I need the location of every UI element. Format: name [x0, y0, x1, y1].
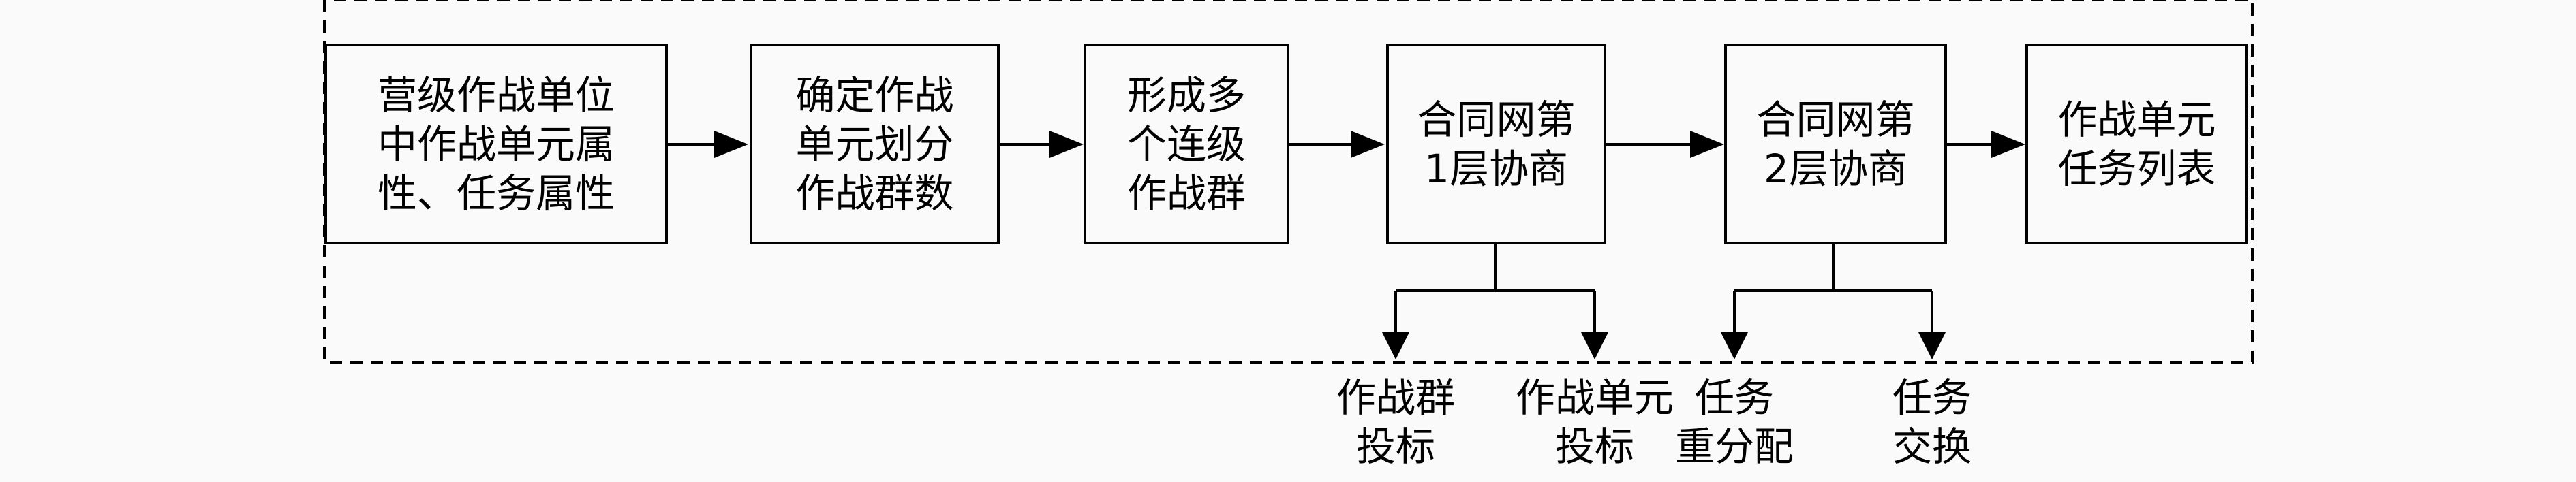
process-box-task-list: 作战单元 任务列表	[2025, 44, 2248, 244]
branch-step5	[1721, 242, 1946, 359]
process-box-contract-net-layer1: 合同网第 1层协商	[1386, 44, 1606, 244]
out4-line1: 任务	[1892, 374, 1972, 421]
out1-line1: 作战群	[1336, 374, 1455, 421]
box2-line1: 确定作战	[795, 71, 954, 118]
box3-line3: 作战群	[1126, 170, 1246, 216]
box1-line3: 性、任务属性	[377, 170, 615, 216]
arrow-step1-to-step2	[668, 131, 748, 158]
process-box-battalion-attributes: 营级作战单位 中作战单元属 性、任务属性	[324, 44, 668, 244]
output-label-group-bidding: 作战群 投标	[1283, 373, 1508, 471]
output-label-unit-bidding: 作战单元 投标	[1458, 373, 1731, 471]
out3-line1: 任务	[1694, 374, 1774, 421]
box3-line1: 形成多	[1126, 71, 1246, 118]
box2-line2: 单元划分	[795, 120, 954, 167]
box1-line1: 营级作战单位	[377, 71, 615, 118]
box2-line3: 作战群数	[795, 170, 954, 216]
out3-line2: 重分配	[1674, 423, 1794, 470]
box5-line2: 2层协商	[1764, 145, 1907, 192]
dashed-boundary	[323, 0, 2254, 364]
output-label-task-exchange: 任务 交换	[1840, 373, 2024, 471]
box4-line2: 1层协商	[1424, 145, 1568, 192]
output-label-task-reallocation: 任务 重分配	[1636, 373, 1833, 471]
process-box-determine-groups: 确定作战 单元划分 作战群数	[750, 44, 1000, 244]
box6-line2: 任务列表	[2057, 145, 2216, 192]
process-box-form-company-groups: 形成多 个连级 作战群	[1084, 44, 1289, 244]
box3-line2: 个连级	[1126, 120, 1246, 167]
out1-line2: 投标	[1355, 423, 1435, 470]
out4-line2: 交换	[1892, 423, 1972, 470]
out2-line2: 投标	[1554, 423, 1634, 470]
arrow-step4-to-step5	[1606, 131, 1724, 158]
branch-step4	[1382, 242, 1608, 359]
arrow-step5-to-step6	[1947, 131, 2025, 158]
arrow-step3-to-step4	[1289, 131, 1385, 158]
arrow-step2-to-step3	[1000, 131, 1084, 158]
process-box-contract-net-layer2: 合同网第 2层协商	[1724, 44, 1947, 244]
box5-line1: 合同网第	[1756, 96, 1915, 143]
box4-line1: 合同网第	[1417, 96, 1576, 143]
box1-line2: 中作战单元属	[377, 120, 615, 167]
out2-line1: 作战单元	[1515, 374, 1674, 421]
box6-line1: 作战单元	[2057, 96, 2216, 143]
